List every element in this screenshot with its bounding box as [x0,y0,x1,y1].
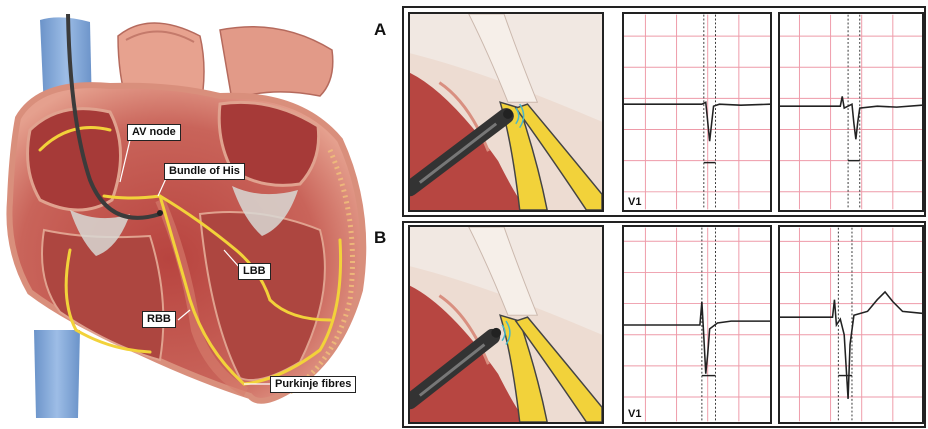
panel-letter-a: A [374,20,386,40]
lead-label-v1: V1 [628,408,641,420]
lbb-label: LBB [238,263,271,280]
right-atrium [28,109,121,210]
panel-b-ecg-1: V1 [622,225,772,424]
ecg-trace [624,302,770,374]
inferior-vena-cava [34,330,80,418]
rbb-label: RBB [142,311,176,328]
panel-letter-b: B [374,228,386,248]
panel-a-illustration [408,12,604,212]
panel-a-ecg-1: V1 [622,12,772,212]
panel-a-ecg-2 [778,12,924,212]
lead-label-v1: V1 [628,196,641,208]
panel-b-illustration [408,225,604,424]
pulmonary-artery [220,27,333,100]
ecg-trace [780,96,922,139]
ecg-trace [624,102,770,141]
row-divider-bottom [402,221,926,223]
bundle-of-his-label: Bundle of His [164,163,245,180]
av-node-label: AV node [127,124,181,141]
purkinje-fibres-label: Purkinje fibres [270,376,356,393]
ecg-trace [780,292,922,399]
heart-illustration [0,0,372,429]
panel-b-ecg-2 [778,225,924,424]
